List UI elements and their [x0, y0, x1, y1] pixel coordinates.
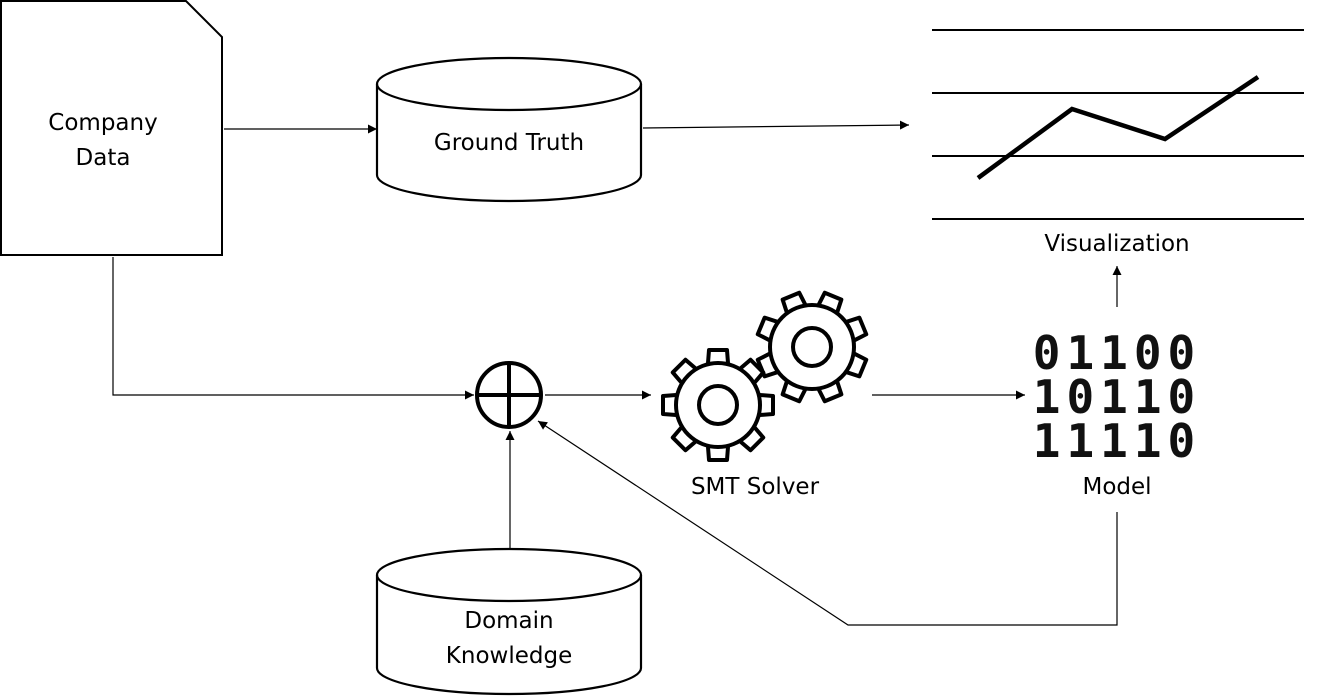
arrow-company-to-combine: [112, 257, 474, 400]
line-chart-icon: [932, 29, 1304, 220]
document-icon: [0, 0, 223, 256]
model-node: 01100 10110 11110 Model: [1033, 326, 1201, 500]
circle-plus-icon: [475, 361, 543, 429]
ground-truth-node: Ground Truth: [375, 56, 643, 203]
smt-solver-node: SMT Solver: [661, 290, 869, 500]
connectors: [112, 120, 1122, 626]
model-bits-row-3: 11110: [1033, 414, 1201, 468]
domain-knowledge-node: Domain Knowledge: [375, 547, 643, 696]
smt-solver-label: SMT Solver: [691, 474, 820, 500]
database-icon: [375, 547, 643, 696]
gear-small-icon: [755, 290, 869, 404]
model-label: Model: [1082, 474, 1151, 500]
database-icon: [375, 56, 643, 203]
company-data-label-line2: Data: [76, 145, 131, 171]
arrow-ground-truth-to-visualization: [642, 120, 910, 130]
model-bits-row-2: 10110: [1033, 370, 1201, 424]
ground-truth-label: Ground Truth: [434, 130, 584, 156]
domain-knowledge-label-line1: Domain: [464, 608, 553, 634]
arrow-model-feedback-to-combine: [537, 420, 1118, 626]
gears-icon: [661, 290, 869, 462]
gear-large-icon: [661, 348, 775, 462]
visualization-label: Visualization: [1044, 231, 1189, 257]
model-bits-row-1: 01100: [1033, 326, 1201, 380]
binary-icon: 01100 10110 11110: [1033, 326, 1201, 468]
domain-knowledge-label-line2: Knowledge: [446, 643, 572, 669]
company-data-node: Company Data: [0, 0, 223, 256]
company-data-label-line1: Company: [48, 110, 157, 136]
visualization-node: Visualization: [932, 29, 1304, 257]
